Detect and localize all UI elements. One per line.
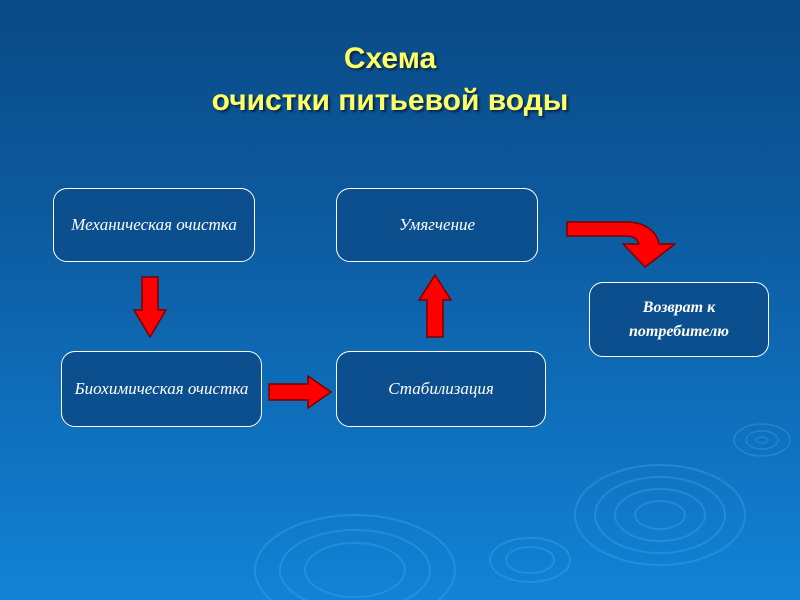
- node-softening: Умягчение: [336, 188, 538, 262]
- page-title-line2: очистки питьевой воды: [211, 84, 569, 117]
- node-stabilization: Стабилизация: [336, 351, 546, 427]
- node-biochemical-treatment: Биохимическая очистка: [61, 351, 262, 427]
- arrow-down-icon: [133, 276, 167, 338]
- node-mechanical-treatment: Механическая очистка: [53, 188, 255, 262]
- arrow-up-icon: [418, 274, 452, 338]
- node-label: Биохимическая очистка: [74, 379, 249, 398]
- curved-arrow-icon: [566, 221, 676, 268]
- page-title-line1: Схема: [343, 42, 437, 75]
- node-label: Стабилизация: [388, 379, 494, 398]
- node-label: Возврат к потребителю: [629, 298, 729, 340]
- node-label: Механическая очистка: [71, 215, 237, 234]
- node-return-to-consumer: Возврат к потребителю: [589, 282, 769, 357]
- arrow-right-icon: [268, 375, 332, 409]
- node-label: Умягчение: [398, 215, 476, 234]
